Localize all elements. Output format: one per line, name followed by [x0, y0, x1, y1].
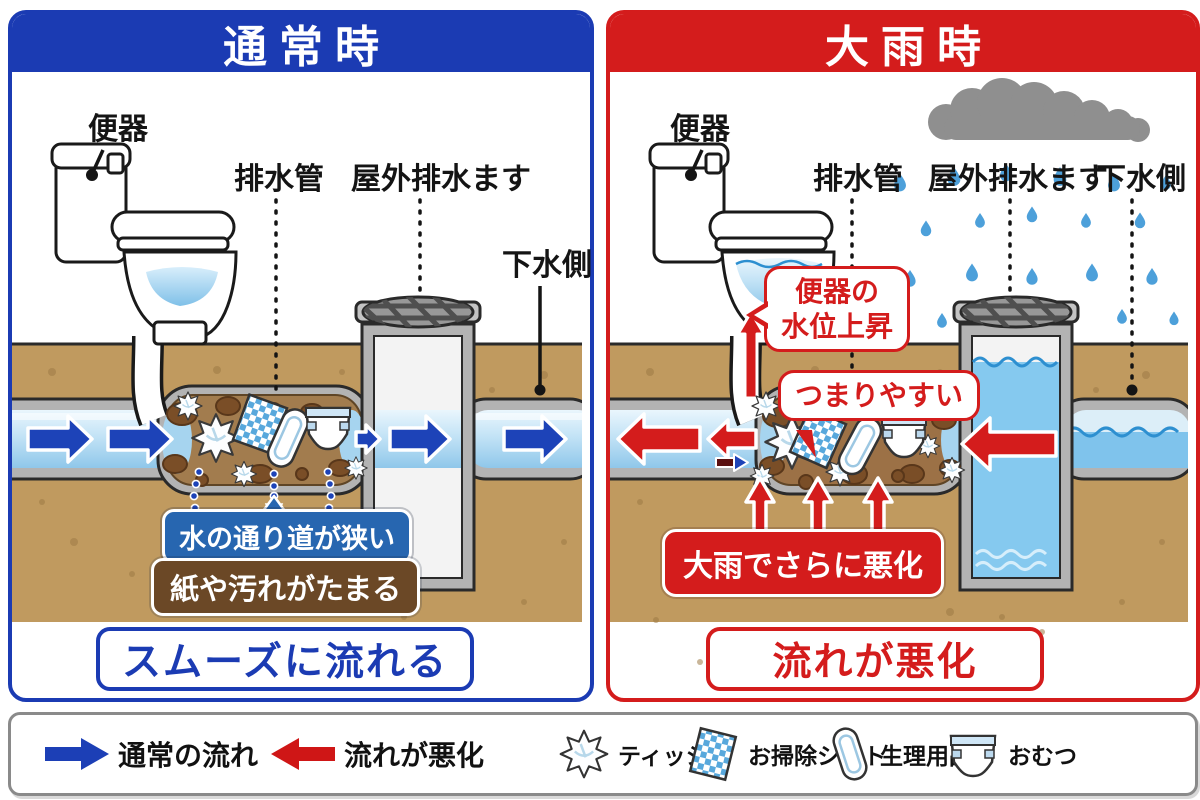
toilet [50, 142, 238, 427]
cleaning-sheet-icon [688, 726, 738, 782]
label-toilet-right: 便器 [670, 113, 730, 146]
rain-panel-header: 大雨時 [610, 14, 1196, 72]
sanitary-pad-icon [832, 727, 868, 781]
legend: 通常の流れ 流れが悪化 ティッシュ お掃除シート [8, 712, 1198, 796]
label-toilet-left: 便器 [88, 113, 148, 146]
blue-right-arrow-icon [45, 738, 109, 770]
label-sewer-side-left: 下水側 [502, 249, 592, 282]
grate-icon [959, 295, 1073, 329]
legend-normal-flow-label: 通常の流れ [118, 740, 259, 771]
label-drain-pipe-left: 排水管 [234, 163, 324, 196]
callout-easily-clogged: つまりやすい [778, 370, 981, 421]
backflow-up-arrow [736, 310, 766, 400]
legend-bad-flow: 流れが悪化 [271, 715, 484, 793]
rain-panel-title: 大雨時 [825, 23, 993, 72]
callout-paper-builds-up: 紙や汚れがたまる [151, 558, 421, 616]
callout-bowl-water-rise: 便器の 水位上昇 [746, 266, 911, 352]
normal-flow-arrows [26, 414, 568, 464]
result-normal-status: スムーズに流れる [96, 627, 474, 691]
label-drain-pipe-right: 排水管 [813, 163, 903, 196]
label-pointers [685, 149, 1138, 396]
legend-diaper-label: おむつ [1008, 743, 1077, 769]
label-outdoor-basin-left: 屋外排水ます [351, 163, 531, 196]
callout-tail-inner [754, 306, 769, 324]
normal-panel-title: 通常時 [223, 23, 391, 72]
legend-diaper: おむつ [947, 715, 1077, 793]
basin-flood-water [973, 362, 1059, 577]
rain-cloud-icon [928, 78, 1150, 142]
legend-normal-flow: 通常の流れ [45, 715, 258, 793]
callout-bowl-rise-line1: 便器の [795, 276, 880, 307]
grate-icon [361, 295, 475, 329]
sewer-water-wave [1064, 426, 1180, 438]
legend-bad-flow-label: 流れが悪化 [344, 740, 485, 771]
result-rain-status: 流れが悪化 [706, 627, 1044, 691]
clog-callout-pointer [796, 430, 816, 458]
bowl-water [146, 267, 218, 306]
tissue-icon [559, 729, 609, 779]
sanitary-pad-debris [266, 408, 310, 468]
label-sewer-side-right: 下水側 [1096, 163, 1186, 196]
pipe-debris [749, 390, 966, 490]
label-pointers [86, 149, 546, 396]
weak-normal-flow-arrow [715, 453, 749, 472]
normal-panel-header: 通常時 [12, 14, 590, 72]
callout-bowl-rise-line2: 水位上昇 [781, 311, 894, 342]
label-outdoor-basin-right: 屋外排水ます [928, 163, 1108, 196]
callout-rain-worsens: 大雨でさらに悪化 [662, 529, 944, 597]
red-left-arrow-icon [271, 738, 335, 770]
diaper-icon [949, 734, 997, 778]
callout-narrow-path: 水の通り道が狭い [162, 509, 412, 564]
diaper-debris [304, 406, 352, 451]
